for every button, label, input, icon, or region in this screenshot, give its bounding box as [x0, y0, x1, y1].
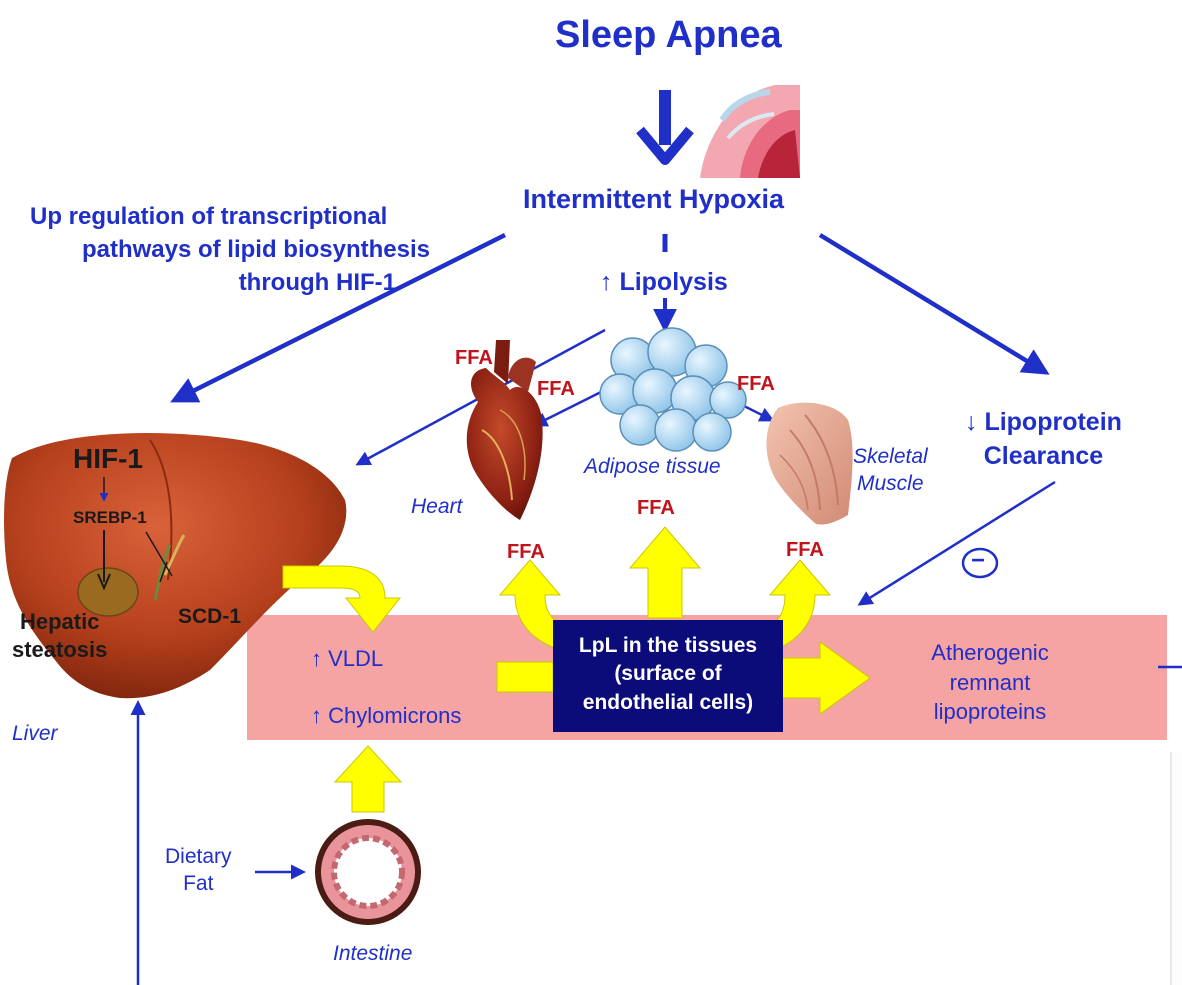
- clearance-label: ↓ Lipoprotein Clearance: [965, 406, 1122, 474]
- vldl-label: ↑ VLDL: [311, 646, 383, 671]
- adipose-illustration: [600, 328, 746, 451]
- airway-illustration: [700, 85, 800, 178]
- hif-pathway-label: Up regulation of transcriptional pathway…: [30, 200, 430, 299]
- title: Sleep Apnea: [555, 14, 782, 58]
- arrow-to-clearance: [820, 235, 1045, 372]
- intestine-illustration: [315, 819, 421, 925]
- lipolysis-label: ↑ Lipolysis: [600, 268, 728, 297]
- liver-label: Liver: [12, 722, 58, 746]
- inhibit-minus: −: [971, 547, 985, 575]
- intestine-label: Intestine: [333, 942, 412, 966]
- ffa-label-muscle: FFA: [737, 373, 775, 396]
- muscle-illustration: [766, 403, 852, 525]
- muscle-label: Skeletal Muscle: [853, 443, 928, 498]
- ffa-label-heart: FFA: [537, 378, 575, 401]
- ffa-label-center: FFA: [637, 497, 675, 520]
- ffa-label-left: FFA: [507, 541, 545, 564]
- heart-label: Heart: [411, 495, 462, 519]
- dietary-fat-label: Dietary Fat: [165, 843, 232, 898]
- hif1-label: HIF-1: [73, 443, 143, 475]
- ffa-label-right: FFA: [786, 539, 824, 562]
- scd1-label: SCD-1: [178, 605, 241, 629]
- steatosis-label: Hepatic steatosis: [12, 608, 107, 663]
- srebp1-label: SREBP-1: [73, 508, 147, 528]
- adipose-label: Adipose tissue: [584, 455, 721, 479]
- hypoxia-label: Intermittent Hypoxia: [523, 184, 784, 215]
- remnant-label: Atherogenic remnant lipoproteins: [900, 638, 1080, 727]
- chylomicrons-label: ↑ Chylomicrons: [311, 703, 461, 728]
- ffa-label-liver: FFA: [455, 347, 493, 370]
- right-panel-edge: [1170, 752, 1182, 985]
- lpl-label: LpL in the tissues (surface of endotheli…: [553, 632, 783, 717]
